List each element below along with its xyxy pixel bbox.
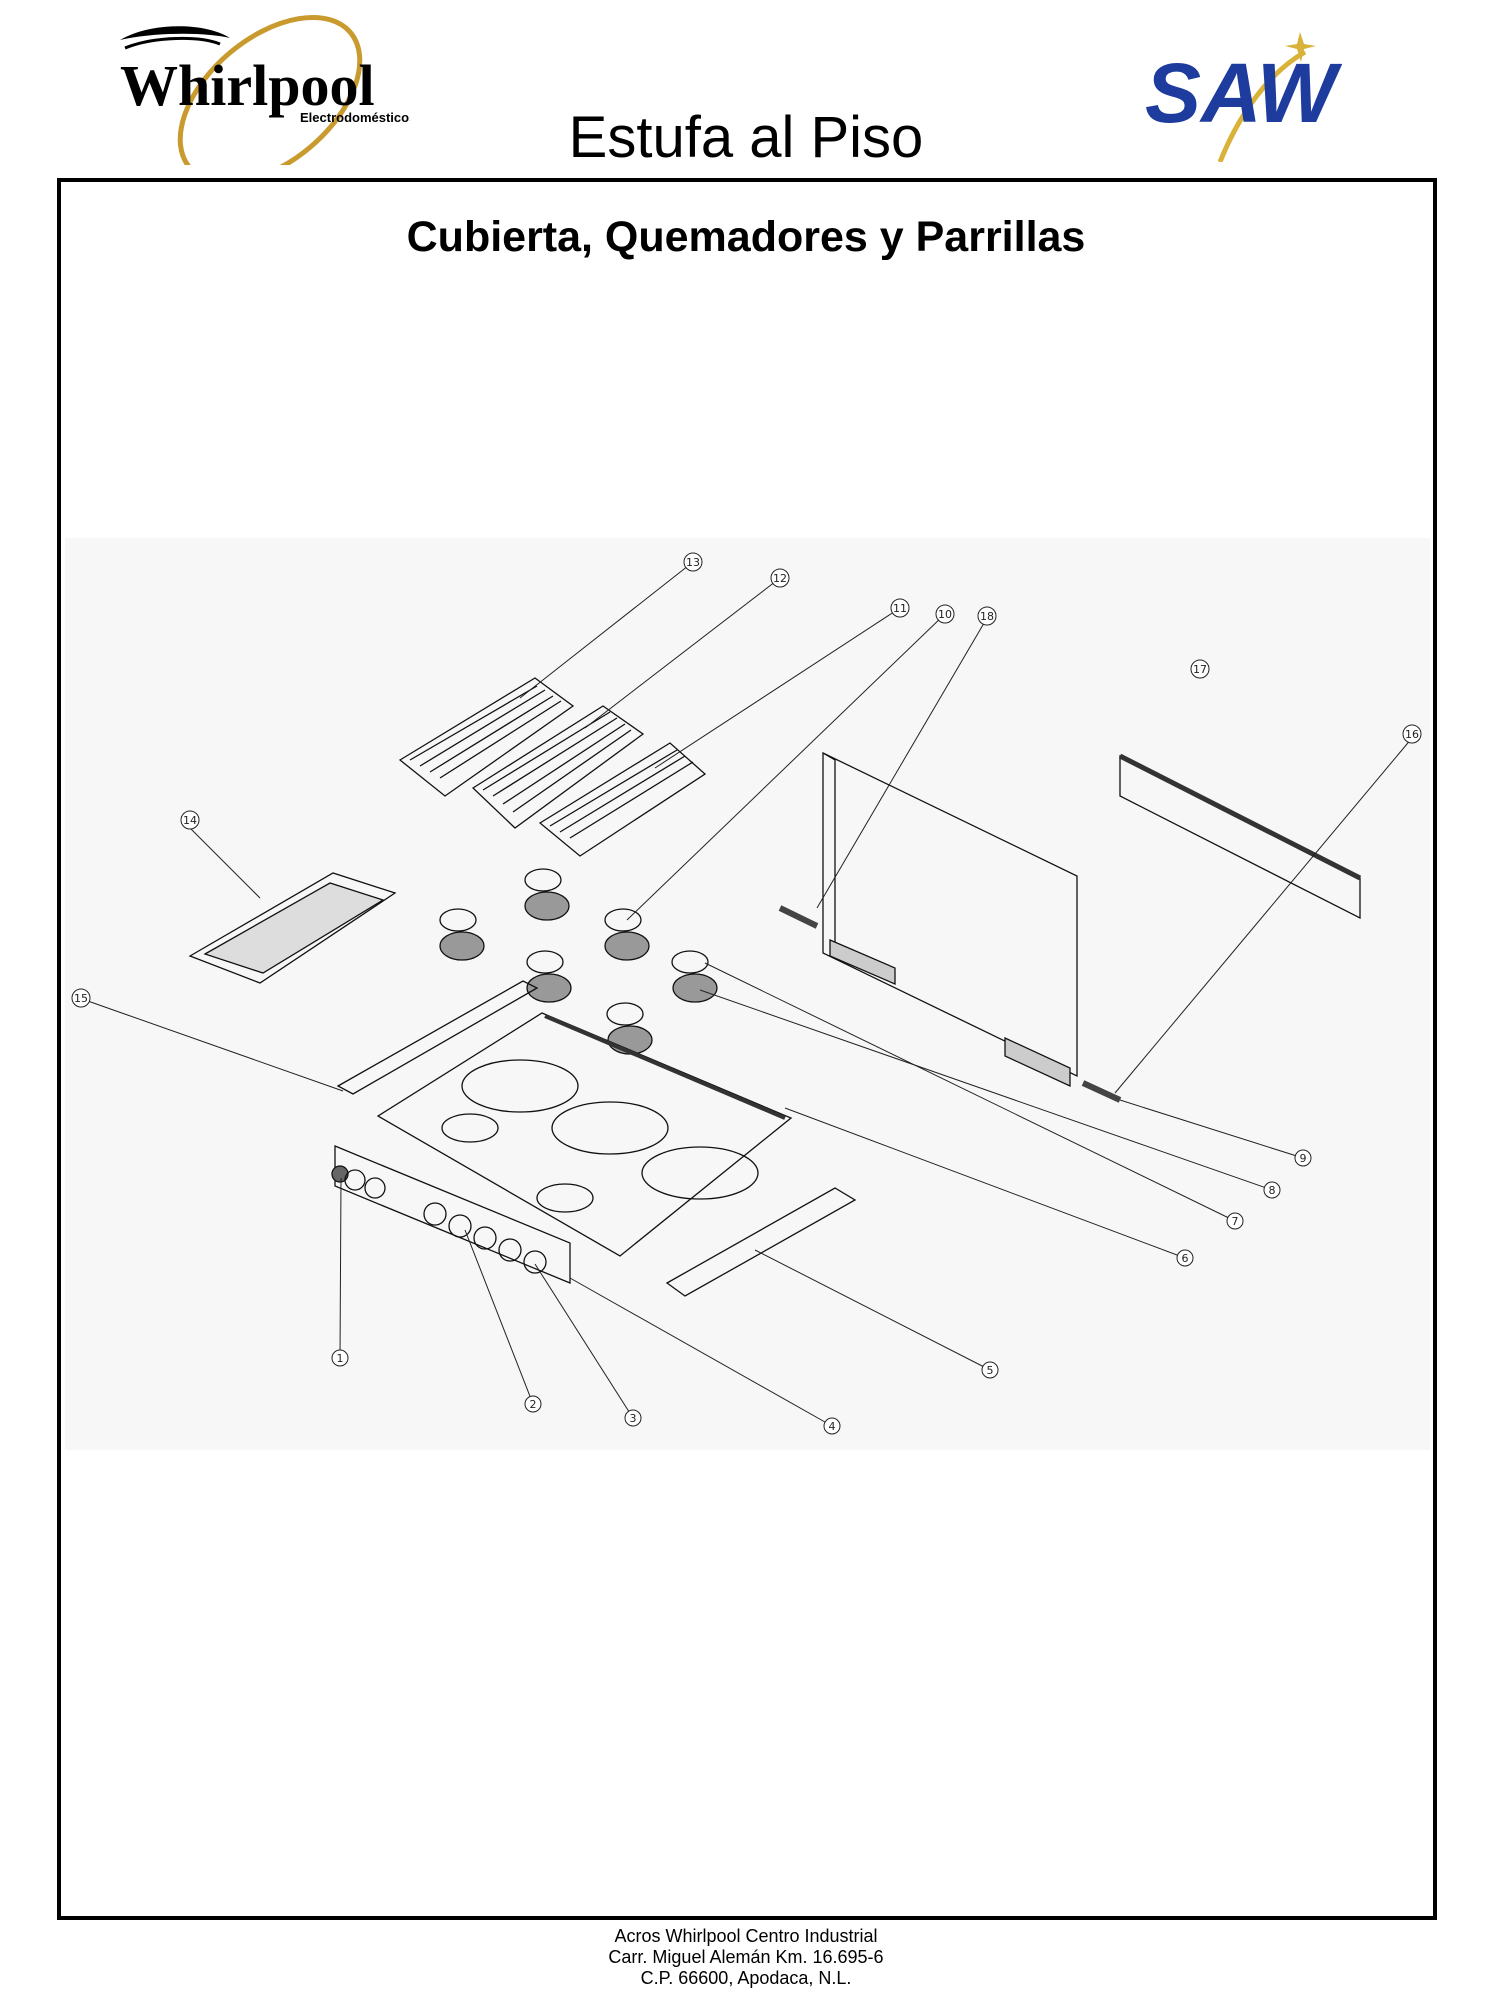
grate-right (538, 742, 707, 857)
callout-6: 6 (1182, 1252, 1189, 1265)
callout-3: 3 (630, 1412, 637, 1425)
grate-left (398, 677, 575, 797)
side-rail-left (336, 980, 539, 1095)
side-rail-right (665, 1187, 857, 1297)
griddle (188, 872, 397, 984)
document-title: Estufa al Piso (568, 105, 924, 170)
section-title: Cubierta, Quemadores y Parrillas (406, 213, 1086, 261)
callout-9: 9 (1300, 1152, 1307, 1165)
callout-10: 10 (938, 608, 952, 621)
back-panel (822, 751, 1078, 1088)
burners (439, 868, 718, 1055)
control-panel (331, 1145, 571, 1284)
content-frame (57, 178, 1437, 1920)
saw-logo: SAW (1130, 12, 1400, 163)
callout-14: 14 (183, 814, 197, 827)
callout-7: 7 (1232, 1215, 1239, 1228)
footer-line-1: Acros Whirlpool Centro Industrial (614, 1926, 878, 1946)
hinge-left (778, 905, 819, 929)
glass-lid (1118, 753, 1362, 920)
exploded-parts-diagram: 1 2 3 4 5 6 7 8 9 10 11 12 13 14 15 16 1… (71, 552, 1422, 1435)
callout-4: 4 (829, 1420, 836, 1433)
callout-11: 11 (893, 602, 907, 615)
footer-line-3: C.P. 66600, Apodaca, N.L. (640, 1968, 852, 1988)
footer-address: Acros Whirlpool Centro Industrial Carr. … (0, 1926, 1492, 1989)
leader-lines (84, 561, 1413, 1427)
saw-wordmark: SAW (1145, 46, 1343, 140)
callout-2: 2 (530, 1398, 537, 1411)
callout-15: 15 (74, 992, 88, 1005)
diagram-background (65, 538, 1430, 1450)
cooktop (376, 1012, 793, 1257)
callout-17: 17 (1193, 663, 1207, 676)
footer-line-2: Carr. Miguel Alemán Km. 16.695-6 (608, 1947, 884, 1967)
callout-13: 13 (686, 556, 700, 569)
callout-1: 1 (337, 1352, 344, 1365)
whirlpool-tagline: Electrodomésticos (300, 110, 410, 125)
callout-5: 5 (987, 1364, 994, 1377)
callout-8: 8 (1269, 1184, 1276, 1197)
callout-16: 16 (1405, 728, 1419, 741)
grate-middle (471, 705, 645, 829)
whirlpool-wordmark: Whirlpool (120, 53, 375, 118)
callout-18: 18 (980, 610, 994, 623)
hinge-right (1081, 1080, 1122, 1103)
callout-12: 12 (773, 572, 787, 585)
